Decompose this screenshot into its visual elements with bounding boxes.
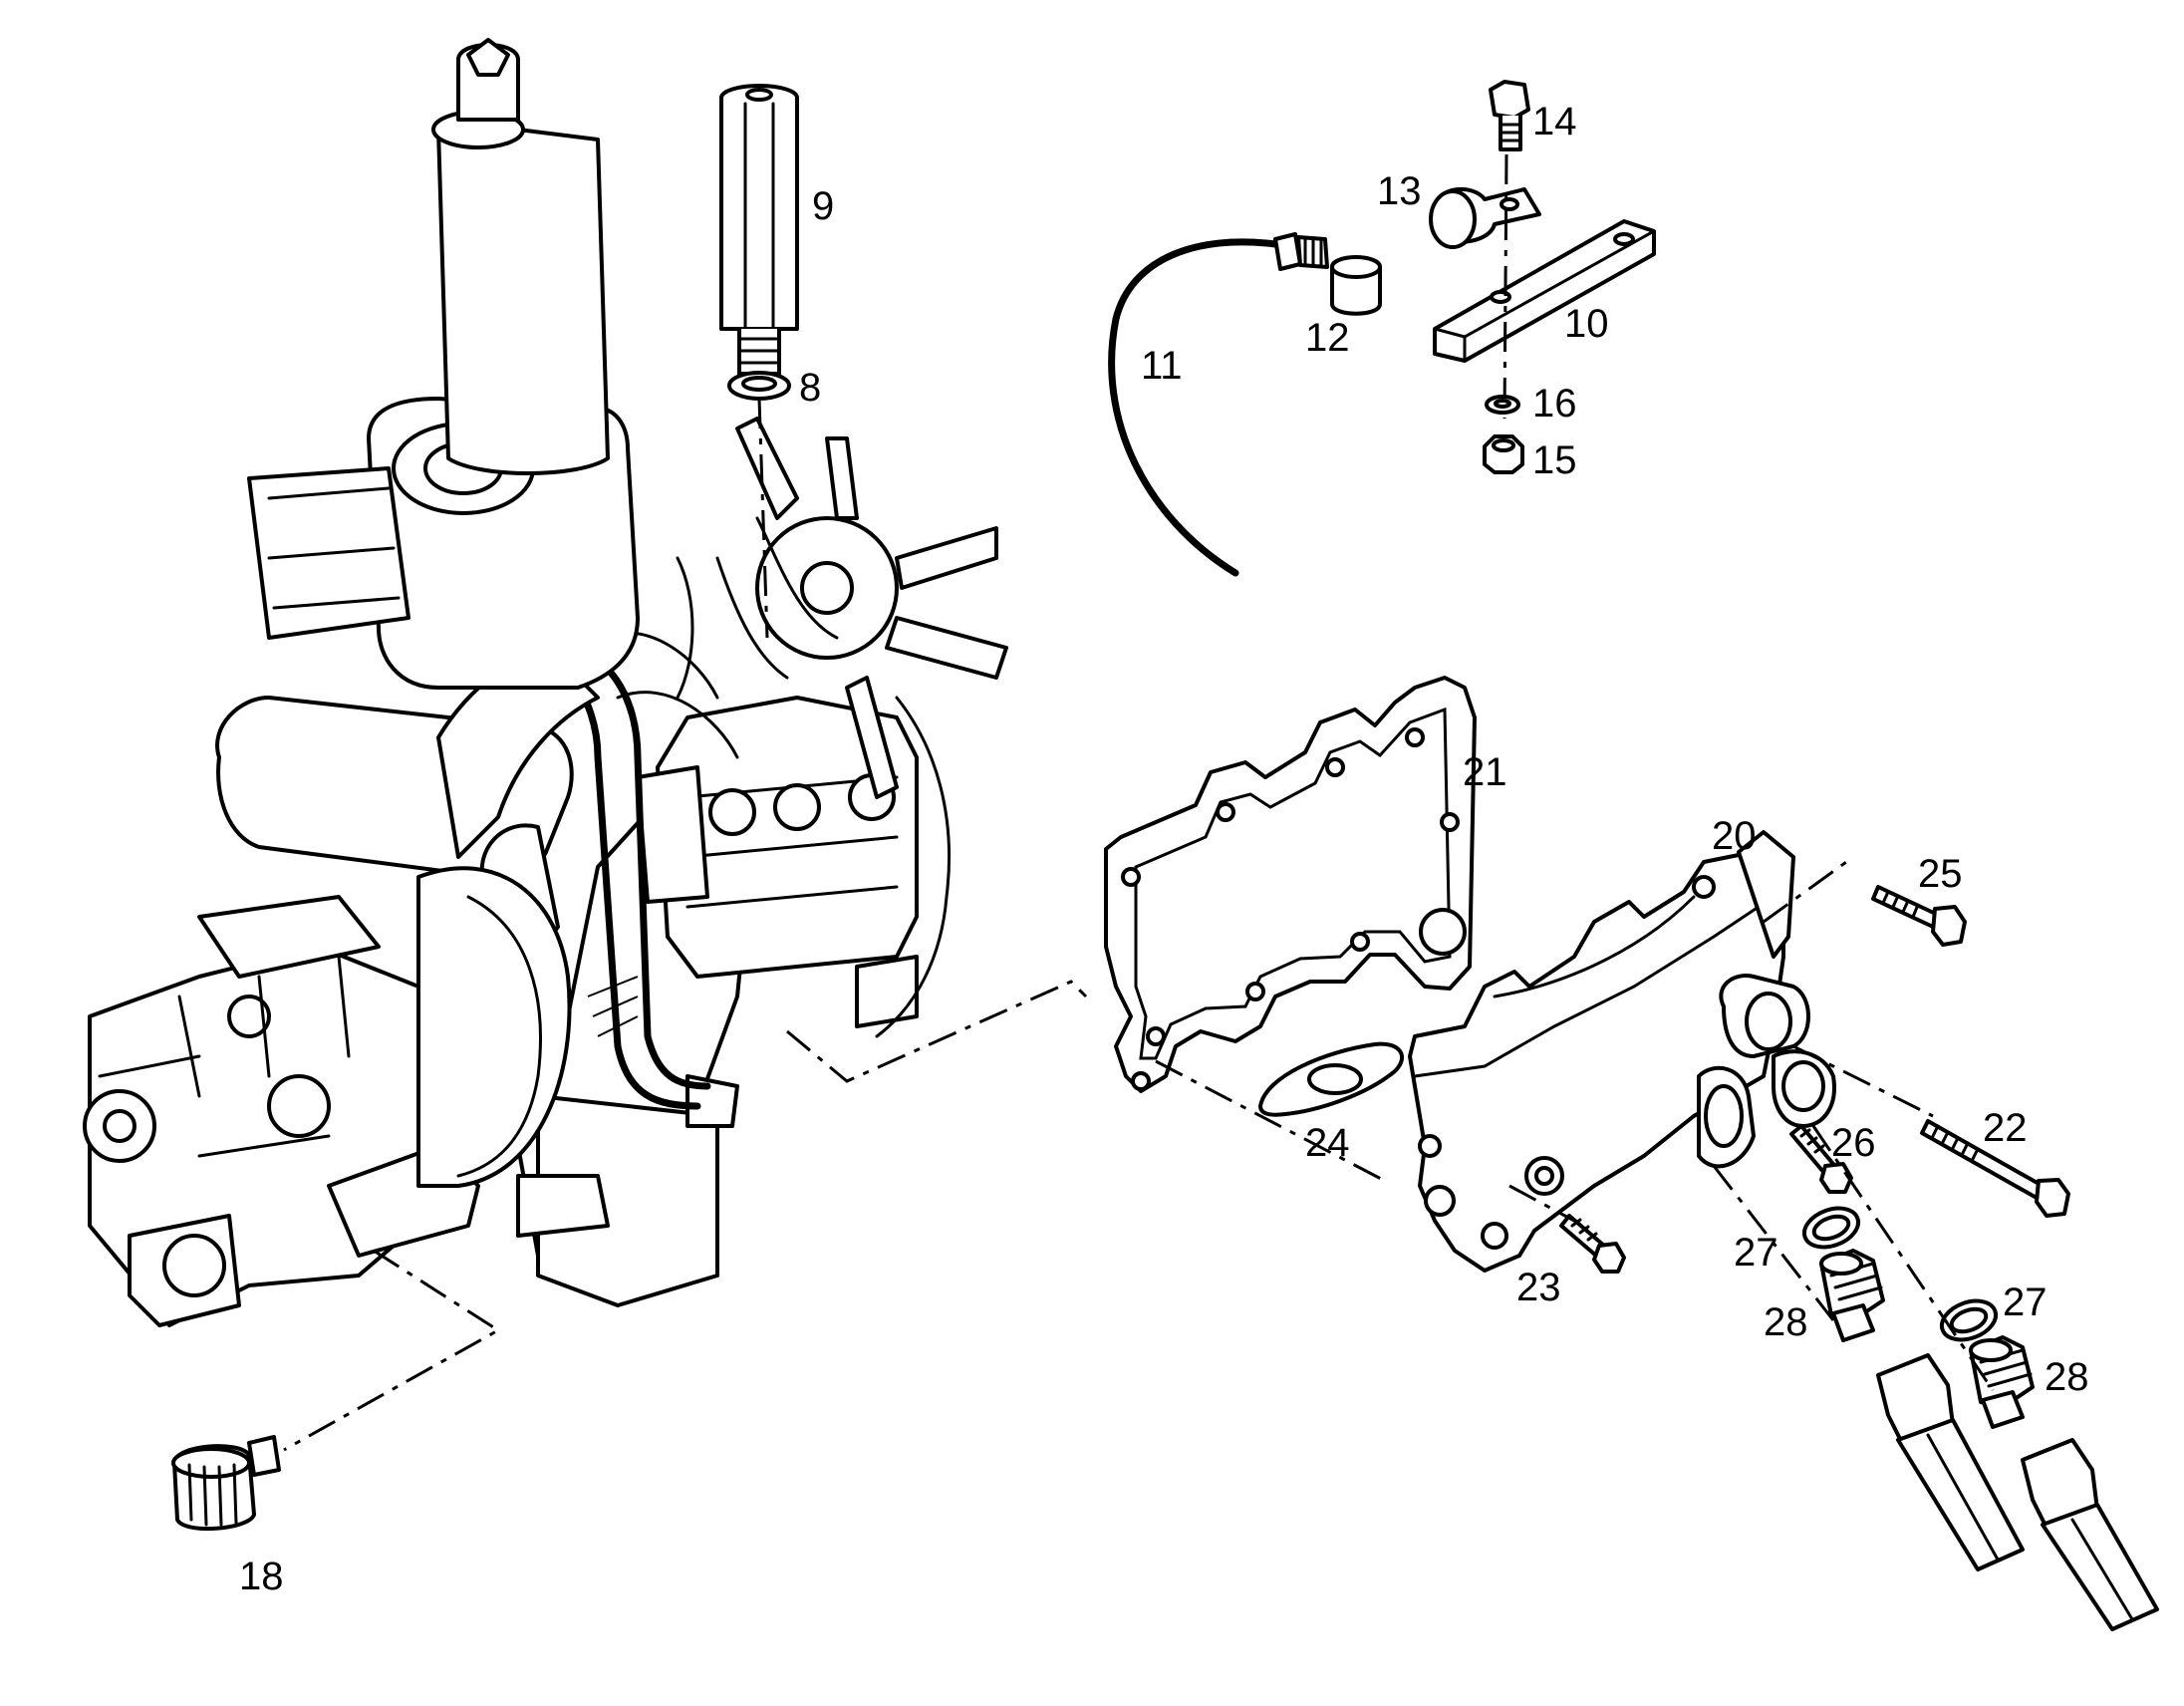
hose-right [2021, 1438, 2159, 1631]
callout-23: 23 [1516, 1266, 1561, 1309]
callout-28-left: 28 [1764, 1300, 1808, 1344]
callout-labels: 8 9 10 11 12 13 14 15 16 18 20 21 22 23 … [239, 100, 2089, 1598]
callout-25: 25 [1918, 852, 1963, 896]
callout-13: 13 [1377, 169, 1422, 213]
part-18-plug [171, 1435, 281, 1532]
callout-11: 11 [1141, 344, 1183, 388]
engine-assembly [83, 38, 1008, 1327]
callout-28-right: 28 [2045, 1355, 2089, 1399]
part-27-o-ring-left [1801, 1206, 1861, 1250]
part-24-small-gasket [1258, 1041, 1405, 1117]
callout-9: 9 [812, 184, 834, 228]
part-15-nut [1483, 434, 1524, 474]
assembly-centerlines [283, 855, 1995, 1452]
part-25-bolt [1871, 885, 1967, 947]
callout-21: 21 [1463, 750, 1507, 794]
part-28-fitting-left [1819, 1249, 1885, 1342]
part-27-o-ring-right [1939, 1298, 1999, 1342]
part-8-washer [727, 371, 791, 401]
fan [735, 417, 1008, 799]
callout-10: 10 [1564, 302, 1609, 346]
part-26-bolt [1789, 1124, 1853, 1194]
hydraulic-pump-unit [83, 895, 480, 1327]
part-13-clamp [1429, 186, 1541, 249]
callout-15: 15 [1532, 438, 1577, 482]
callout-14: 14 [1532, 100, 1577, 143]
hose-left [1876, 1353, 2025, 1571]
callout-20: 20 [1712, 814, 1757, 858]
part-23-bolt [1559, 1214, 1626, 1274]
exhaust-stack [431, 38, 610, 475]
callout-26: 26 [1831, 1121, 1876, 1165]
callout-27-left: 27 [1734, 1231, 1778, 1275]
part-10-bracket-plate [1433, 219, 1656, 363]
callout-16: 16 [1532, 382, 1577, 426]
callout-27-right: 27 [2003, 1280, 2048, 1324]
callout-18: 18 [239, 1555, 284, 1598]
part-20-oil-cooler-housing [1408, 830, 1836, 1273]
part-21-gasket [1104, 676, 1477, 1093]
callout-12: 12 [1305, 316, 1350, 360]
part-9-hex-extension [719, 84, 799, 376]
callout-24: 24 [1305, 1121, 1350, 1165]
part-22-long-bolt [1920, 1119, 2070, 1218]
part-11-sensor-cable [1108, 232, 1329, 577]
callout-8: 8 [799, 366, 821, 410]
part-14-bolt [1489, 80, 1530, 151]
part-16-lock-washer [1485, 395, 1520, 415]
part-28-fitting-right [1969, 1335, 2035, 1429]
part-12-cap [1330, 255, 1382, 316]
callout-22: 22 [1983, 1106, 2028, 1150]
